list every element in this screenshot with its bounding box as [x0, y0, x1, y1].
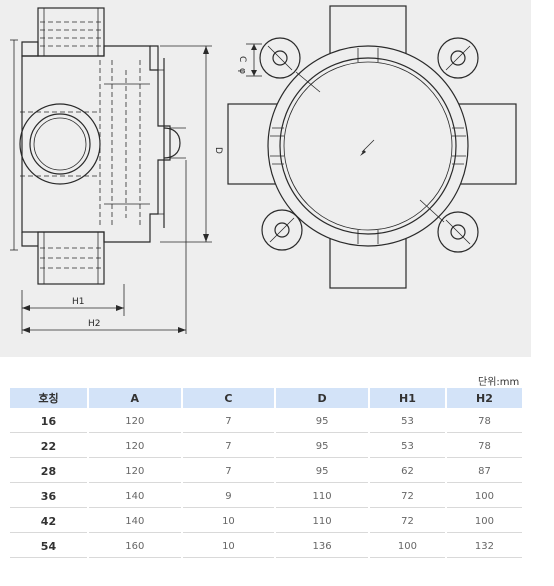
cell-size: 28: [10, 460, 87, 483]
header-h1: H1: [369, 388, 445, 408]
cell-c: 10: [182, 535, 275, 558]
cell-h1: 62: [369, 460, 445, 483]
inner-ring: [283, 61, 453, 231]
table-header-row: 호칭 A C D H1 H2: [10, 388, 522, 408]
unit-label: 단위:mm: [478, 377, 520, 388]
ear-bottom-left: [261, 209, 303, 251]
cell-h2: 100: [446, 510, 522, 533]
cell-size: 42: [10, 510, 87, 533]
cell-d: 95: [276, 460, 368, 483]
cell-d: 136: [276, 535, 368, 558]
side-port-outer: [19, 103, 101, 185]
cell-a: 140: [88, 485, 181, 508]
table-row: 16 120 7 95 53 78: [10, 410, 522, 433]
cell-h1: 72: [369, 510, 445, 533]
cell-a: 120: [88, 435, 181, 458]
ear-top-right: [437, 37, 479, 79]
side-port-inner: [29, 113, 91, 175]
body-outline: [21, 45, 171, 243]
cell-d: 110: [276, 485, 368, 508]
cell-h1: 100: [369, 535, 445, 558]
ear-top-left: [259, 37, 301, 79]
side-view: D H1 H2: [10, 7, 223, 334]
label-phi: φ: [237, 68, 247, 74]
cell-size: 16: [10, 410, 87, 433]
label-h2: H2: [88, 319, 101, 329]
table-row: 36 140 9 110 72 100: [10, 485, 522, 508]
cell-c: 7: [182, 460, 275, 483]
header-c: C: [182, 388, 275, 408]
cell-h2: 78: [446, 410, 522, 433]
cell-size: 22: [10, 435, 87, 458]
cell-h2: 87: [446, 460, 522, 483]
middle-ring: [279, 57, 457, 235]
label-h1: H1: [72, 297, 85, 307]
cell-a: 140: [88, 510, 181, 533]
label-d: D: [213, 147, 223, 154]
ear-bottom-right: [437, 211, 479, 253]
cell-h2: 100: [446, 485, 522, 508]
bottom-hub: [37, 231, 105, 285]
cell-size: 54: [10, 535, 87, 558]
top-view: C φ: [227, 5, 517, 289]
header-h2: H2: [446, 388, 522, 408]
cell-a: 120: [88, 460, 181, 483]
header-size: 호칭: [10, 388, 87, 408]
header-a: A: [88, 388, 181, 408]
cell-d: 95: [276, 435, 368, 458]
cell-h1: 53: [369, 435, 445, 458]
cell-c: 7: [182, 435, 275, 458]
table-row: 42 140 10 110 72 100: [10, 510, 522, 533]
cell-size: 36: [10, 485, 87, 508]
fitting-drawing: D H1 H2: [10, 5, 517, 334]
cell-c: 9: [182, 485, 275, 508]
cell-d: 95: [276, 410, 368, 433]
cell-a: 160: [88, 535, 181, 558]
table-row: 28 120 7 95 62 87: [10, 460, 522, 483]
technical-drawing-panel: D H1 H2: [0, 0, 531, 357]
cell-d: 110: [276, 510, 368, 533]
table-row: 54 160 10 136 100 132: [10, 535, 522, 558]
top-hub: [37, 7, 105, 57]
cell-h1: 53: [369, 410, 445, 433]
spec-table: 호칭 A C D H1 H2 16 120 7 95 53 78 22 120 …: [8, 386, 524, 560]
header-d: D: [276, 388, 368, 408]
cell-h2: 78: [446, 435, 522, 458]
label-c: C: [237, 56, 247, 62]
cell-c: 7: [182, 410, 275, 433]
cell-a: 120: [88, 410, 181, 433]
table-row: 22 120 7 95 53 78: [10, 435, 522, 458]
cell-h1: 72: [369, 485, 445, 508]
cell-h2: 132: [446, 535, 522, 558]
cell-c: 10: [182, 510, 275, 533]
